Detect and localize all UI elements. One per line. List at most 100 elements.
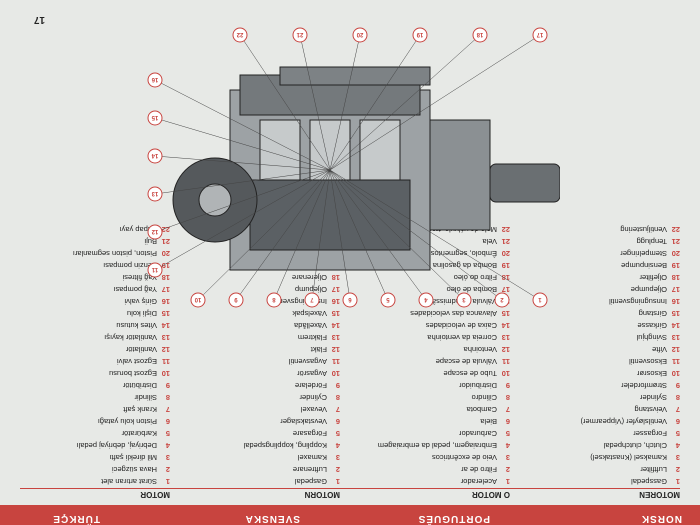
callout-number: 22 <box>236 31 243 37</box>
cylinder-bank <box>249 179 411 251</box>
item-label: Ventoinha <box>463 345 497 354</box>
callout-circle <box>147 148 163 164</box>
item-label: Ventilsløyfer (Vippearmer) <box>580 417 667 426</box>
item-label: Sylinder <box>639 393 667 402</box>
item-label: Distribütör <box>122 381 157 390</box>
item-number: 7 <box>505 405 510 414</box>
callout-leader <box>311 169 331 301</box>
item-number: 10 <box>161 369 170 378</box>
callout-leader <box>329 169 465 301</box>
item-label: Válvula de escape <box>435 357 497 366</box>
item-label: Krank şaft <box>123 405 157 414</box>
item-number: 13 <box>161 333 170 342</box>
callout-leader <box>154 155 331 171</box>
callout-leader <box>239 34 331 171</box>
callout-leader <box>329 34 481 171</box>
list-item: 2 Luftrenare <box>244 463 340 475</box>
item-number: 13 <box>331 333 340 342</box>
item-number: 14 <box>161 321 170 330</box>
item-label: Vantilatör <box>125 345 157 354</box>
item-number: 7 <box>165 405 170 414</box>
item-label: Vifte <box>652 345 667 354</box>
item-number: 22 <box>671 225 680 234</box>
callout-leader <box>299 34 331 171</box>
item-label: Piston kolu yatağı <box>97 417 157 426</box>
callout-leader <box>329 169 427 301</box>
item-number: 18 <box>671 273 680 282</box>
callout-number: 16 <box>151 76 158 82</box>
item-number: 1 <box>675 477 680 486</box>
item-number: 19 <box>671 261 680 270</box>
item-label: Gasspedal <box>631 477 667 486</box>
item-number: 12 <box>501 345 510 354</box>
callout-leader <box>329 169 503 301</box>
item-label: Avgasventil <box>288 357 327 366</box>
item-label: Avgasrör <box>297 369 327 378</box>
item-label: Gaspedal <box>294 477 327 486</box>
item-label: Cambota <box>466 405 497 414</box>
item-label: Luftrenare <box>292 465 327 474</box>
column-title-svenska: MOTORN <box>304 490 340 499</box>
column-title-turkce: MOTOR <box>140 490 170 499</box>
item-label: Eksosventil <box>629 357 667 366</box>
item-number: 4 <box>165 441 170 450</box>
callout-leader <box>329 169 389 301</box>
list-item: 1 Gasspedal <box>580 475 680 487</box>
item-label: Silindir <box>134 393 157 402</box>
item-label: Forgasser <box>633 429 667 438</box>
callout-circle <box>532 27 548 43</box>
item-number: 14 <box>671 321 680 330</box>
callout-leader <box>197 169 331 301</box>
item-number: 11 <box>502 357 510 366</box>
item-label: Egzost valvi <box>116 357 157 366</box>
item-label: Clutch, clutchpedal <box>603 441 667 450</box>
item-label: Vevaxel <box>300 405 327 414</box>
item-number: 2 <box>165 465 170 474</box>
item-number: 6 <box>675 417 680 426</box>
item-number: 2 <box>505 465 510 474</box>
list-item: 6 Piston kolu yatağı <box>73 415 170 427</box>
callout-number: 9 <box>234 296 238 302</box>
item-number: 2 <box>335 465 340 474</box>
item-number: 20 <box>671 249 680 258</box>
item-number: 6 <box>165 417 170 426</box>
callout-number: 5 <box>386 296 390 302</box>
callout-number: 1 <box>538 296 542 302</box>
item-number: 12 <box>331 345 340 354</box>
item-label: Veivstang <box>634 405 667 414</box>
gearbox-housing <box>489 163 560 203</box>
item-label: Egzost borusu <box>109 369 157 378</box>
item-number: 3 <box>335 453 340 462</box>
callout-number: 10 <box>194 296 201 302</box>
item-label: Tubo de escape <box>443 369 497 378</box>
item-label: Biela <box>480 417 497 426</box>
item-label: Kamaksel (Knastaksel) <box>590 453 667 462</box>
item-label: Caixa de velocidades <box>425 321 497 330</box>
item-label: Innsugningsventil <box>609 297 667 306</box>
item-number: 13 <box>671 333 680 342</box>
item-number: 16 <box>671 297 680 306</box>
item-number: 6 <box>335 417 340 426</box>
list-item: 7 Cambota <box>378 403 510 415</box>
